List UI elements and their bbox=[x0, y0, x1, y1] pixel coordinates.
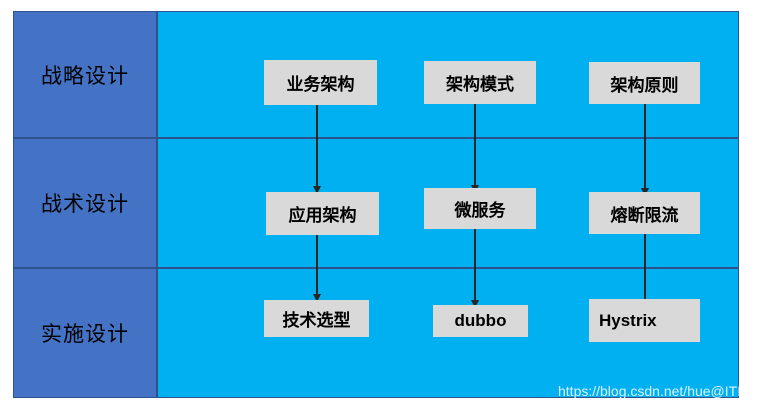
row-label-tactical: 战术设计 bbox=[41, 192, 129, 216]
box-hystrix: Hystrix bbox=[589, 299, 700, 342]
box-architecture-pattern: 架构模式 bbox=[424, 61, 536, 104]
box-dubbo: dubbo bbox=[433, 305, 528, 337]
row-label-strategic: 战略设计 bbox=[41, 63, 129, 88]
box-circuit-breaker: 熔断限流 bbox=[589, 192, 700, 234]
box-architecture-principle: 架构原则 bbox=[589, 62, 700, 104]
box-business-architecture: 业务架构 bbox=[264, 60, 377, 105]
row-label-cell-implementation: 实施设计 bbox=[13, 268, 157, 398]
box-tech-selection: 技术选型 bbox=[264, 300, 369, 337]
watermark: https://blog.csdn.net/hue@ITPUB博客 bbox=[558, 383, 759, 399]
row-label-implementation: 实施设计 bbox=[41, 322, 129, 346]
box-application-architecture: 应用架构 bbox=[266, 192, 379, 235]
box-microservice: 微服务 bbox=[424, 188, 536, 229]
row-label-cell-strategic: 战略设计 bbox=[13, 11, 157, 138]
row-label-cell-tactical: 战术设计 bbox=[13, 138, 157, 268]
